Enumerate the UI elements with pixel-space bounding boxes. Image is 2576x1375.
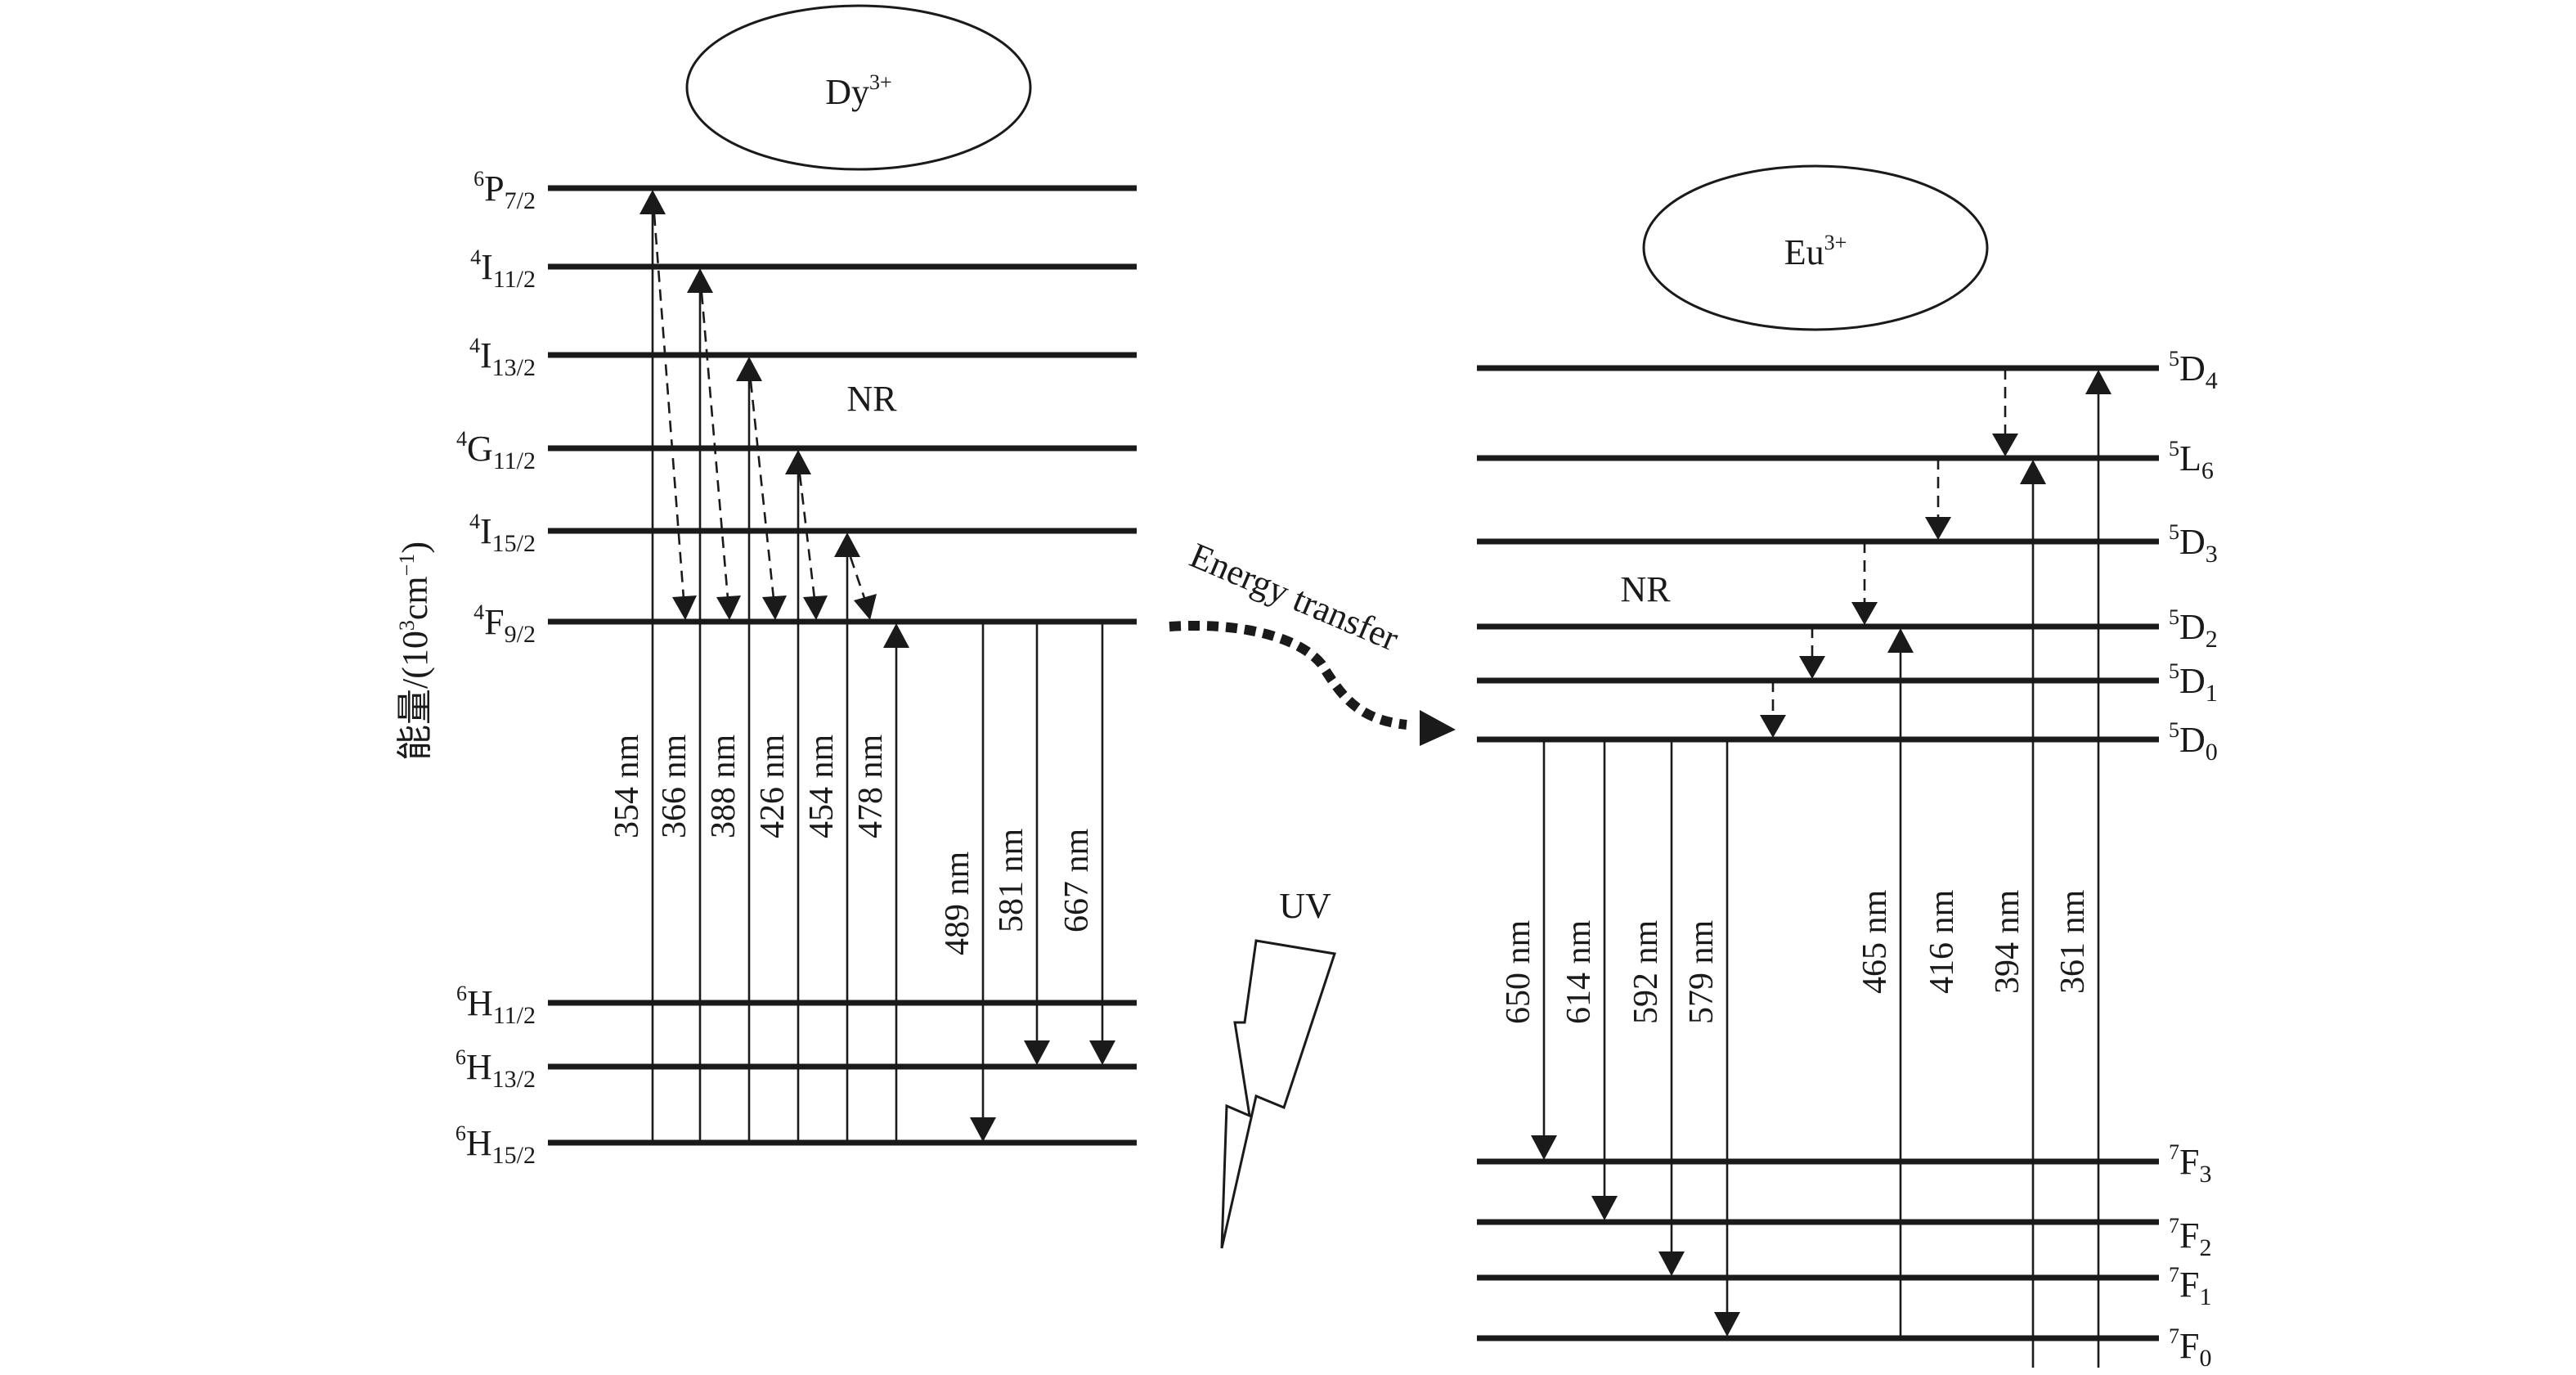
eu-arrowhead xyxy=(1591,1196,1618,1220)
dy-wavelength-label: 366 nm xyxy=(656,735,693,839)
dy-nr-arrow xyxy=(749,380,775,600)
dy-nr-arrow xyxy=(700,292,729,600)
eu-level-label: 7F3 xyxy=(2169,1140,2211,1188)
dy-arrowhead xyxy=(762,595,787,620)
eu-level-label: 7F0 xyxy=(2169,1324,2211,1372)
eu-arrowhead xyxy=(1714,1312,1740,1337)
dy-arrowhead xyxy=(1024,1040,1050,1065)
eu-wavelength-label: 416 nm xyxy=(1923,890,1961,995)
eu-wavelength-label: 650 nm xyxy=(1500,920,1537,1025)
dy-level-label: 4G11/2 xyxy=(456,427,536,474)
eu-wavelength-label: 361 nm xyxy=(2054,890,2092,995)
dy-arrowhead xyxy=(672,595,697,620)
dy-wavelength-label: 581 nm xyxy=(993,829,1030,933)
eu-level-label: 5L6 xyxy=(2169,437,2214,484)
dy-arrowhead xyxy=(785,450,811,474)
dy-level-label: 6H11/2 xyxy=(456,982,536,1029)
eu-level-label: 7F2 xyxy=(2169,1214,2211,1261)
y-axis-label: 能量/(103cm−1) xyxy=(395,541,435,761)
dy-level-label: 4I13/2 xyxy=(469,334,536,381)
eu-level-label: 7F1 xyxy=(2169,1263,2211,1310)
energy-transfer-arrowhead xyxy=(1420,710,1456,746)
eu-arrowhead xyxy=(1925,517,1951,540)
eu-arrowhead xyxy=(1760,715,1786,738)
eu-nr-label: NR xyxy=(1620,569,1671,609)
energy-transfer-label: Energy transfer xyxy=(1184,535,1404,658)
dy-arrowhead xyxy=(716,595,741,620)
energy-transfer-arrow xyxy=(1169,620,1407,730)
eu-panel: Eu3+ 5D4 5L6 5D3 5D2 5D1 5D0 7F3 7F2 7F1… xyxy=(1477,164,2218,1372)
dy-arrowhead xyxy=(640,190,666,214)
eu-ion-label: Eu3+ xyxy=(1784,231,1847,272)
eu-level-label: 5D2 xyxy=(2169,605,2218,653)
dy-wavelength-label: 388 nm xyxy=(705,735,743,839)
dy-wavelength-label: 478 nm xyxy=(852,735,890,839)
eu-wavelength-label: 394 nm xyxy=(1989,890,2026,995)
dy-ion-ellipse xyxy=(685,4,1032,171)
dy-level-label: 6H15/2 xyxy=(456,1121,536,1169)
dy-ion-label: Dy3+ xyxy=(825,70,891,112)
eu-arrowhead xyxy=(2085,370,2112,394)
eu-wavelength-label: 592 nm xyxy=(1627,920,1665,1025)
dy-arrowhead xyxy=(803,595,828,620)
dy-arrowhead xyxy=(970,1117,996,1142)
dy-wavelength-label: 354 nm xyxy=(608,735,646,839)
eu-level-label: 5D3 xyxy=(2169,520,2218,568)
dy-level-label: 4I11/2 xyxy=(470,245,536,293)
dy-nr-arrow xyxy=(849,556,867,601)
dy-arrowhead xyxy=(736,357,762,381)
eu-arrowhead xyxy=(1531,1135,1557,1160)
dy-nr-arrow xyxy=(798,474,816,600)
eu-level-label: 5D1 xyxy=(2169,659,2218,707)
dy-level-label: 4I15/2 xyxy=(469,510,536,557)
eu-wavelength-label: 614 nm xyxy=(1560,920,1598,1025)
eu-wavelength-label: 465 nm xyxy=(1856,890,1894,995)
eu-arrowhead xyxy=(1887,628,1914,653)
dy-arrowhead xyxy=(854,594,877,620)
uv-lightning-icon xyxy=(1220,939,1336,1249)
eu-level-label: 5D4 xyxy=(2169,347,2218,394)
eu-ion-ellipse xyxy=(1642,164,1989,331)
dy-wavelength-label: 667 nm xyxy=(1058,829,1096,933)
dy-arrowhead xyxy=(687,268,713,293)
dy-arrowhead xyxy=(1089,1040,1115,1065)
dy-level-label: 6P7/2 xyxy=(473,167,536,214)
eu-arrowhead xyxy=(2020,460,2046,484)
dy-nr-label: NR xyxy=(846,379,897,419)
eu-arrowhead xyxy=(1658,1251,1685,1276)
uv-label: UV xyxy=(1279,886,1331,926)
dy-wavelength-label: 454 nm xyxy=(803,735,841,839)
dy-wavelength-label: 426 nm xyxy=(754,735,792,839)
dy-wavelength-label: 489 nm xyxy=(939,852,976,956)
dy-level-label: 4F9/2 xyxy=(473,600,536,648)
dy-arrowhead xyxy=(834,532,860,557)
eu-arrowhead xyxy=(1799,656,1825,679)
eu-level-label: 5D0 xyxy=(2169,718,2218,766)
eu-arrowhead xyxy=(1992,434,2018,456)
dy-nr-arrow xyxy=(653,213,685,600)
dy-arrowhead xyxy=(883,623,909,648)
eu-wavelength-label: 579 nm xyxy=(1683,920,1721,1025)
dy-level-label: 6H13/2 xyxy=(456,1045,536,1093)
dy-panel: Dy3+ 6P7/2 4I11/2 4I13/2 4G11/2 4I15/2 4… xyxy=(456,4,1137,1169)
eu-arrowhead xyxy=(1851,602,1878,625)
